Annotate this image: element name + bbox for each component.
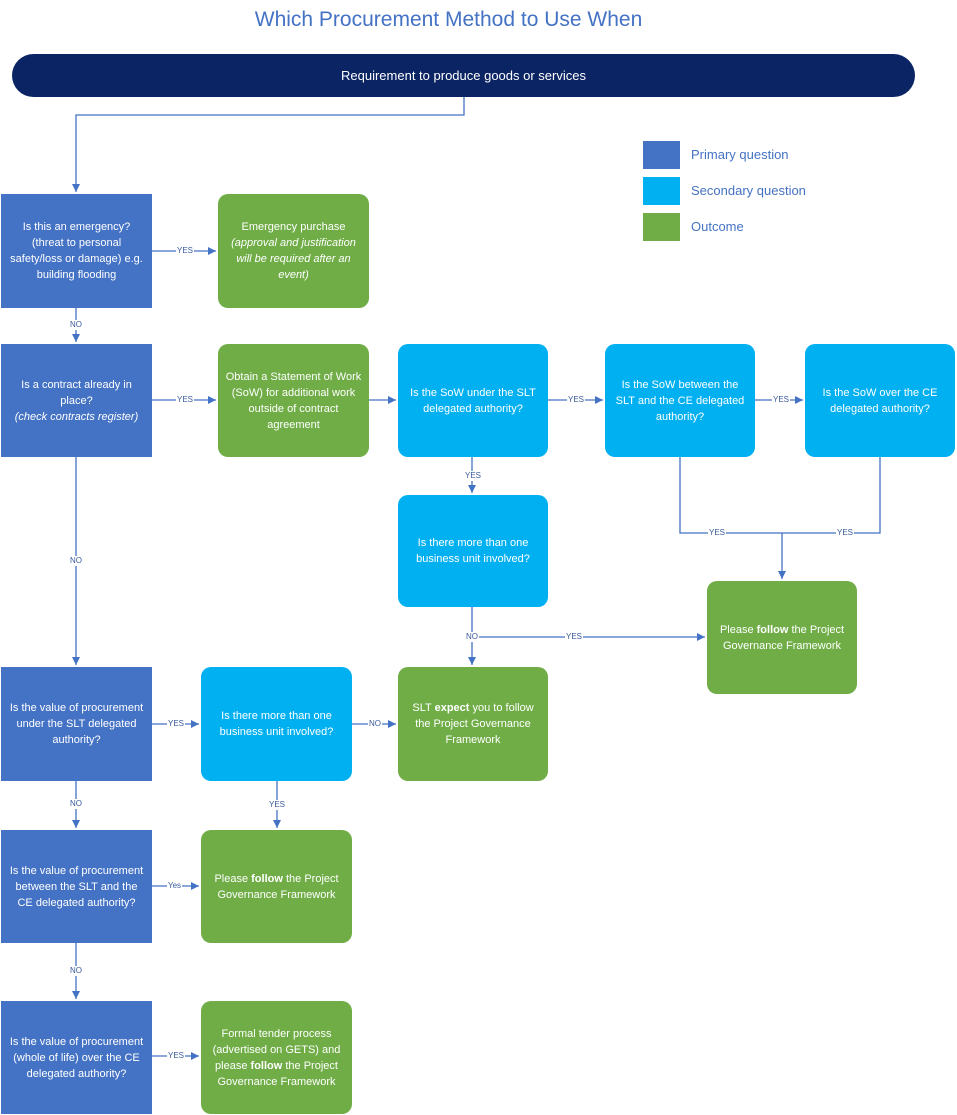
label-q3-yes: YES [167,719,186,729]
sow-over-ce-text: Is the SoW over the CE delegated authori… [822,386,938,415]
follow-pgf-mid-text-c: the Project Governance Framework [217,872,339,901]
follow-pgf-top-text-c: the Project Governance Framework [723,623,845,652]
value-multiple-units-text: Is there more than one business unit inv… [219,710,334,738]
emergency-question-text: Is this an emergency? [22,221,131,233]
legend-swatch-primary [643,141,680,169]
label-s3-down-yes: YES [836,528,855,538]
sow-between-slt-ce-question: Is the SoW between the SLT and the CE de… [605,344,755,457]
formal-tender-text-c: the Project Governance Framework [217,1059,338,1088]
edge-s3-join [782,457,881,534]
formal-tender-text-a: Formal tender process (advertised on GET… [212,1027,341,1072]
label-s2-yes: YES [772,395,791,405]
label-q4-no: NO [69,966,83,976]
follow-pgf-mid-text-b: follow [251,872,283,885]
label-q2-no: NO [69,556,83,566]
value-multiple-units-question: Is there more than one business unit inv… [201,667,352,781]
value-over-ce-text: Is the value of procurement (whole of li… [9,1035,144,1080]
label-s2-down-yes: YES [708,528,727,538]
legend-swatch-outcome [643,213,680,241]
emergency-purchase-outcome: Emergency purchase (approval and justific… [218,194,369,308]
edge-banner-q1 [72,97,465,192]
edge-s2-join [679,457,782,534]
slt-expect-text-c: you to follow the Project Governance Fra… [415,702,534,746]
statement-of-work-outcome: Obtain a Statement of Work (SoW) for add… [218,344,369,457]
start-banner: Requirement to produce goods or services [12,54,915,97]
sow-over-ce-question: Is the SoW over the CE delegated authori… [805,344,955,457]
follow-pgf-top-text-b: follow [756,623,789,636]
value-between-slt-ce-question: Is the value of procurement between the … [1,830,152,943]
label-s5-yes: YES [268,800,287,810]
legend-label-secondary: Secondary question [691,183,806,198]
label-s4-yes: YES [565,632,584,642]
label-s1-down-yes: YES [464,471,483,481]
slt-expect-outcome: SLT expect you to follow the Project Gov… [398,667,548,781]
legend-label-outcome: Outcome [691,219,744,234]
sow-between-slt-ce-text: Is the SoW between the SLT and the CE de… [615,378,745,423]
label-q5-yes: YES [167,1051,186,1061]
label-s4-no: NO [465,632,479,642]
emergency-question: Is this an emergency? (threat to personal… [1,194,152,308]
sow-under-slt-question: Is the SoW under the SLT delegated autho… [398,344,548,457]
follow-pgf-top-text-a: Please [719,623,757,636]
label-q1-yes: YES [176,246,195,256]
emergency-question-detail: (threat to personal safety/loss or damag… [10,237,143,281]
page-title: Which Procurement Method to Use When [254,8,643,31]
follow-pgf-outcome-top: Please follow the Project Governance Fra… [707,581,857,694]
value-under-slt-question: Is the value of procurement under the SL… [1,667,152,781]
contract-in-place-text: Is a contract already in place? [21,378,132,407]
value-over-ce-question: Is the value of procurement (whole of li… [1,1001,152,1114]
emergency-purchase-text: Emergency purchase [241,221,346,233]
sow-under-slt-text: Is the SoW under the SLT delegated autho… [410,386,536,415]
label-s1-yes: YES [567,395,586,405]
formal-tender-outcome: Formal tender process (advertised on GET… [201,1001,352,1114]
follow-pgf-mid-text-a: Please [214,872,252,885]
legend-swatch-secondary [643,177,680,205]
sow-multiple-units-text: Is there more than one business unit inv… [416,537,530,565]
statement-of-work-text: Obtain a Statement of Work (SoW) for add… [225,370,362,431]
follow-pgf-outcome-middle: Please follow the Project Governance Fra… [201,830,352,943]
contract-in-place-question: Is a contract already in place? (check co… [1,344,152,457]
label-q2-yes: YES [176,395,195,405]
value-under-slt-text: Is the value of procurement under the SL… [9,702,144,746]
legend-label-primary: Primary question [691,147,789,162]
slt-expect-text-a: SLT [412,702,435,714]
label-s5-no: NO [368,719,382,729]
label-q3-no: NO [69,799,83,809]
formal-tender-text-b: follow [250,1059,283,1072]
emergency-purchase-note: (approval and justification will be requ… [231,237,356,281]
contract-in-place-note: (check contracts register) [14,410,139,423]
slt-expect-text-b: expect [434,702,470,714]
label-q1-no: NO [69,320,83,330]
sow-multiple-units-question: Is there more than one business unit inv… [398,495,548,607]
label-q4-yes: Yes [167,881,183,891]
value-between-slt-ce-text: Is the value of procurement between the … [9,864,144,909]
